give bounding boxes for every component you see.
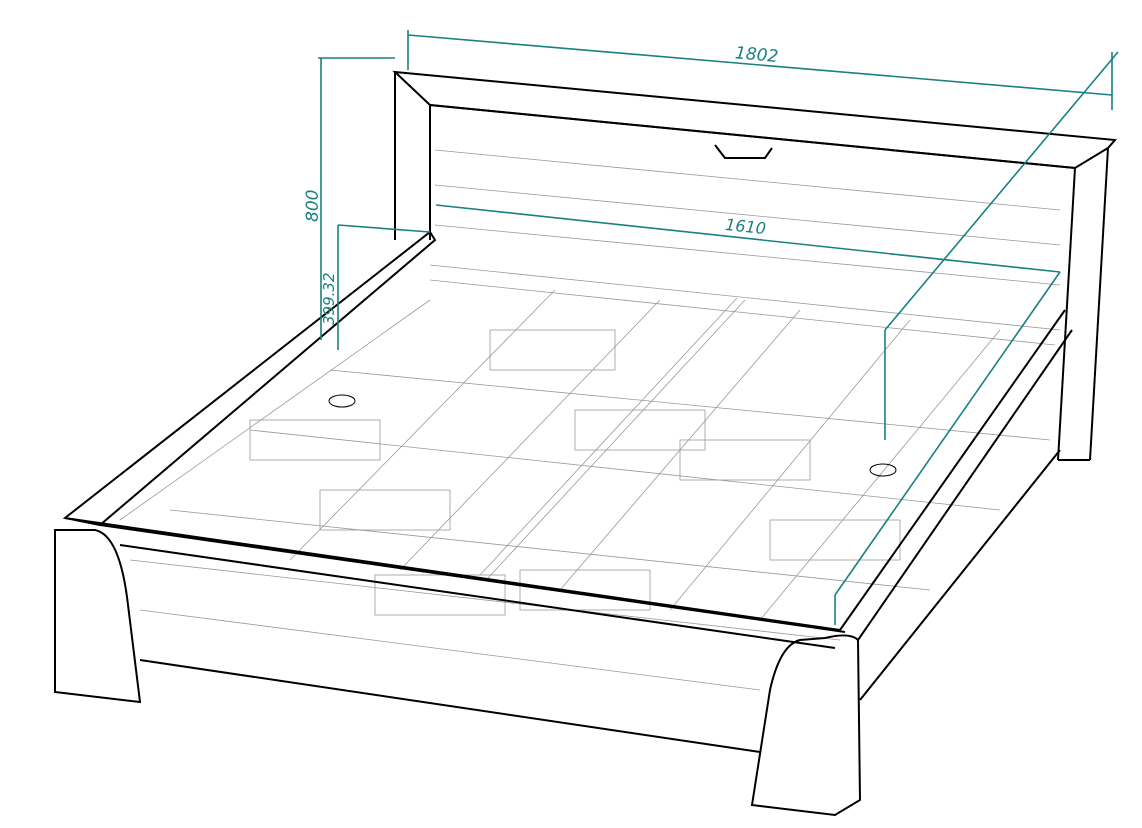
- dimension-lines: [318, 30, 1119, 625]
- dimension-399-32: 399.32: [320, 273, 338, 326]
- frame-outline: [54, 70, 1118, 817]
- holes: [328, 394, 897, 477]
- dimension-800: 800: [303, 190, 323, 222]
- internal-structure: [119, 149, 1061, 691]
- dimension-1610: 1610: [724, 215, 766, 238]
- dimension-1802: 1802: [734, 43, 779, 67]
